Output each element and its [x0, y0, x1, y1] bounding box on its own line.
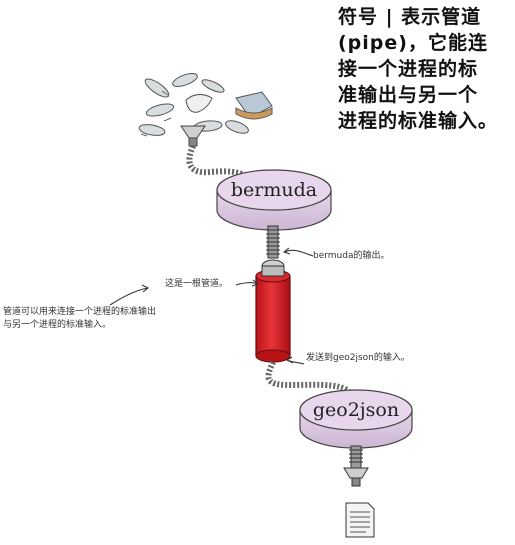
- pipe-icon: [255, 259, 291, 363]
- bermuda-label: bermuda: [231, 179, 317, 201]
- annotation-bermuda-output: bermuda的输出。: [313, 251, 390, 261]
- upper-screw: [266, 225, 280, 259]
- annotation-sent-to: 发送到geo2json的输入。: [306, 353, 410, 363]
- geo2json-label: geo2json: [313, 399, 399, 421]
- fish-cloud-icon: [138, 73, 273, 137]
- annotation-this-is-pipe: 这是一根管道。: [165, 279, 229, 289]
- annotation-pipe-explain: 管道可以用来连接一个进程的标准输出 与另一个进程的标准输入。: [3, 307, 157, 330]
- annotation-arrows: [109, 247, 314, 365]
- output-document-icon: [345, 502, 375, 538]
- lower-hose: [265, 360, 355, 400]
- input-funnel-icon: [180, 125, 206, 147]
- output-funnel-icon: [343, 445, 369, 487]
- upper-hose: [186, 144, 257, 188]
- geo2json-process-node: geo2json: [299, 389, 413, 449]
- bermuda-process-node: bermuda: [216, 169, 332, 231]
- headline-text: 符号 | 表示管道 (pipe)，它能连 接一个进程的标 准输出与另一个 进程的…: [338, 6, 499, 132]
